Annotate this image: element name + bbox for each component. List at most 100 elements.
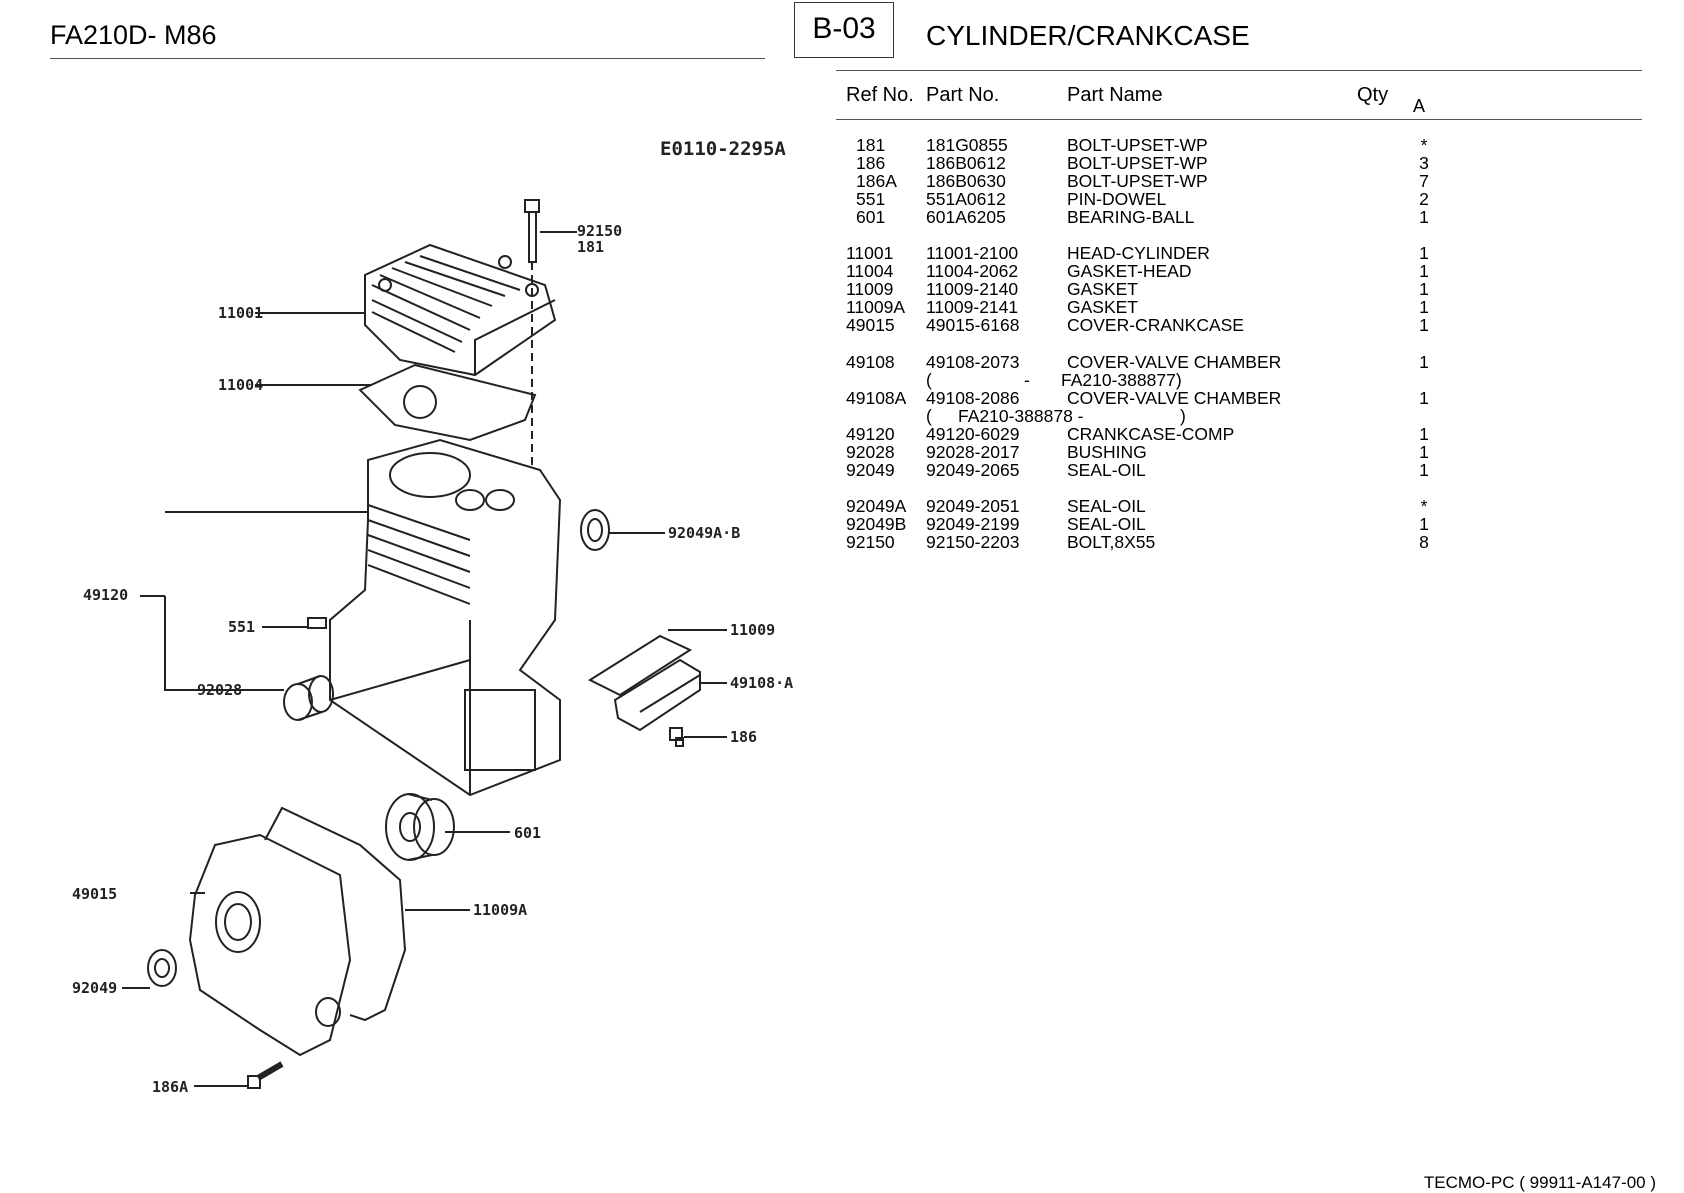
qty: 1	[1419, 315, 1429, 335]
qty: 1	[1419, 297, 1429, 317]
bolt-186-drawing	[669, 727, 684, 747]
part-name: GASKET-HEAD	[1067, 261, 1192, 281]
part-name: BOLT,8X55	[1067, 532, 1156, 552]
header-divider-left	[50, 58, 765, 59]
part-no: 92049-2199	[926, 514, 1020, 534]
label-92028: 92028	[197, 681, 242, 699]
part-no: 92049-2065	[926, 460, 1020, 480]
table-row: 11004 11004-2062 GASKET-HEAD 1	[0, 262, 1684, 280]
part-no: 92049-2051	[926, 496, 1020, 516]
table-row: 49108 49108-2073 COVER-VALVE CHAMBER 1	[0, 353, 1684, 371]
label-49120: 49120	[83, 586, 128, 604]
part-name: GASKET	[1067, 297, 1138, 317]
qty: 1	[1419, 352, 1429, 372]
col-header-name: Part Name	[1067, 84, 1163, 106]
ref-no: 92028	[846, 442, 895, 462]
label-11001: 11001	[218, 304, 263, 322]
table-row: 92049B 92049-2199 SEAL-OIL 1	[0, 515, 1684, 533]
part-no: 49120-6029	[926, 424, 1020, 444]
cylinder-head-drawing	[364, 243, 557, 377]
qty: *	[1420, 496, 1428, 516]
exploded-parts-diagram: E0110-2295A 92150 181 11001 11004 49120 …	[72, 138, 793, 1096]
part-no: 11001-2100	[926, 243, 1019, 263]
ref-no: 181	[856, 135, 886, 155]
table-row: 11001 11001-2100 HEAD-CYLINDER 1	[0, 244, 1684, 262]
part-name: HEAD-CYLINDER	[1067, 243, 1210, 263]
part-no: 186B0612	[926, 153, 1006, 173]
col-header-a: A	[1413, 96, 1426, 116]
ref-no: 92150	[846, 532, 895, 552]
part-no: 601A6205	[926, 207, 1006, 227]
ref-no: 11001	[846, 243, 894, 263]
gasket-head-drawing	[358, 363, 537, 442]
part-no: 92150-2203	[926, 532, 1020, 552]
ref-no: 601	[856, 207, 886, 227]
table-row: 11009 11009-2140 GASKET 1	[0, 280, 1684, 298]
serial-note: ( FA210-388878 - )	[0, 407, 1684, 425]
note-dash: -	[1024, 370, 1030, 390]
qty: 3	[1419, 153, 1429, 173]
table-row: 551 551A0612 PIN-DOWEL 2	[0, 190, 1684, 208]
model-title: FA210D- M86	[50, 20, 217, 50]
label-11009: 11009	[730, 621, 775, 639]
label-11004: 11004	[218, 376, 263, 394]
crankcase-cover-drawing	[188, 833, 352, 1057]
qty: *	[1420, 135, 1428, 155]
label-601: 601	[514, 824, 541, 842]
table-row: 49120 49120-6029 CRANKCASE-COMP 1	[0, 425, 1684, 443]
part-name: BOLT-UPSET-WP	[1067, 153, 1208, 173]
table-row: 49015 49015-6168 COVER-CRANKCASE 1	[0, 316, 1684, 334]
part-name: GASKET	[1067, 279, 1138, 299]
ref-no: 11004	[846, 261, 894, 281]
ref-no: 186	[856, 153, 886, 173]
note-paren-open: (	[926, 406, 932, 426]
qty: 1	[1419, 207, 1429, 227]
label-181: 181	[577, 238, 604, 256]
crankcase-drawing	[329, 438, 562, 797]
qty: 2	[1419, 189, 1429, 209]
bearing-ball-drawing	[385, 793, 455, 861]
qty: 1	[1419, 514, 1429, 534]
qty: 1	[1419, 261, 1429, 281]
table-top-rule	[836, 70, 1642, 71]
label-49015: 49015	[72, 885, 117, 903]
label-186: 186	[730, 728, 757, 746]
gasket-11009-drawing	[587, 634, 693, 697]
footer-code: TECMO-PC ( 99911-A147-00 )	[1423, 1173, 1656, 1192]
label-49108a: 49108·A	[730, 674, 793, 692]
ref-no: 49108A	[846, 388, 907, 408]
part-no: 11009-2140	[926, 279, 1019, 299]
part-name: BUSHING	[1067, 442, 1147, 462]
table-row: 92049 92049-2065 SEAL-OIL 1	[0, 461, 1684, 479]
qty: 1	[1419, 424, 1429, 444]
qty: 1	[1419, 460, 1429, 480]
part-no: 92028-2017	[926, 442, 1020, 462]
note-paren-close: )	[1180, 406, 1186, 426]
table-row: 186A 186B0630 BOLT-UPSET-WP 7	[0, 172, 1684, 190]
bolt-186a-drawing	[247, 1061, 284, 1089]
bushing-drawing	[283, 675, 334, 721]
bolt-92150-drawing	[524, 199, 540, 470]
table-row: 601 601A6205 BEARING-BALL 1	[0, 208, 1684, 226]
qty: 1	[1419, 442, 1429, 462]
qty: 1	[1419, 388, 1429, 408]
part-no: 49108-2073	[926, 352, 1020, 372]
table-row: 92049A 92049-2051 SEAL-OIL *	[0, 497, 1684, 515]
part-name: SEAL-OIL	[1067, 496, 1146, 516]
label-551: 551	[228, 618, 255, 636]
col-header-qty: Qty	[1357, 84, 1389, 106]
label-92150: 92150	[577, 222, 622, 240]
part-name: COVER-CRANKCASE	[1067, 315, 1244, 335]
table-row: 181 181G0855 BOLT-UPSET-WP *	[0, 136, 1684, 154]
part-name: COVER-VALVE CHAMBER	[1067, 388, 1282, 408]
part-no: 11004-2062	[926, 261, 1019, 281]
valve-cover-drawing	[613, 658, 701, 732]
qty: 1	[1419, 279, 1429, 299]
seal-oil-drawing	[147, 949, 177, 987]
pin-dowel-drawing	[307, 617, 327, 629]
label-186a: 186A	[152, 1078, 188, 1096]
diagram-code: E0110-2295A	[660, 138, 786, 160]
table-row: 49108A 49108-2086 COVER-VALVE CHAMBER 1	[0, 389, 1684, 407]
page-code-box: B-03	[794, 2, 894, 58]
table-row: 11009A 11009-2141 GASKET 1	[0, 298, 1684, 316]
